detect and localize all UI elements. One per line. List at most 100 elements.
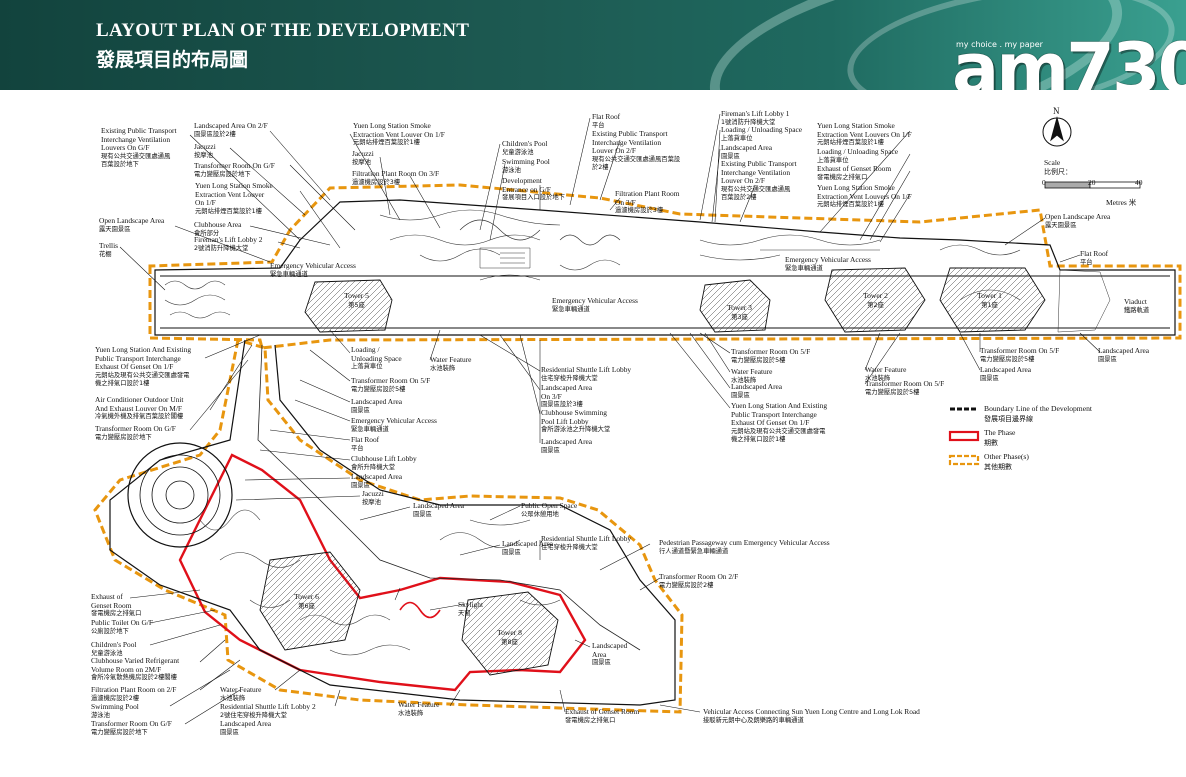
legend-swatches: [948, 407, 980, 466]
scale-title: Scale 比例尺：: [1044, 158, 1072, 176]
north-arrow-icon: [1042, 116, 1072, 147]
brand-tagline: my choice . my paper: [956, 40, 1043, 49]
scale-tick: 20: [1088, 178, 1096, 187]
page-title-zh: 發展項目的布局圖: [96, 49, 249, 71]
scale-tick: 40: [1135, 178, 1143, 187]
other-phase-boundary: [148, 183, 1182, 350]
brand-logo: am730: [952, 28, 1186, 90]
site-plan-drawing: [93, 113, 1182, 725]
plan-annotation: Pedestrian Passageway cum Emergency Vehi…: [659, 538, 830, 555]
north-label: N: [1053, 106, 1060, 116]
scale-tick: 0: [1042, 178, 1046, 187]
scale-bar: [1044, 181, 1141, 189]
page-title-en: LAYOUT PLAN OF THE DEVELOPMENT: [96, 20, 470, 41]
scale-unit: Metres 米: [1106, 198, 1137, 207]
plan-annotation: Vehicular Access Connecting Sun Yuen Lon…: [703, 707, 920, 724]
header-banner: LAYOUT PLAN OF THE DEVELOPMENT 發展項目的布局圖 …: [0, 0, 1186, 90]
